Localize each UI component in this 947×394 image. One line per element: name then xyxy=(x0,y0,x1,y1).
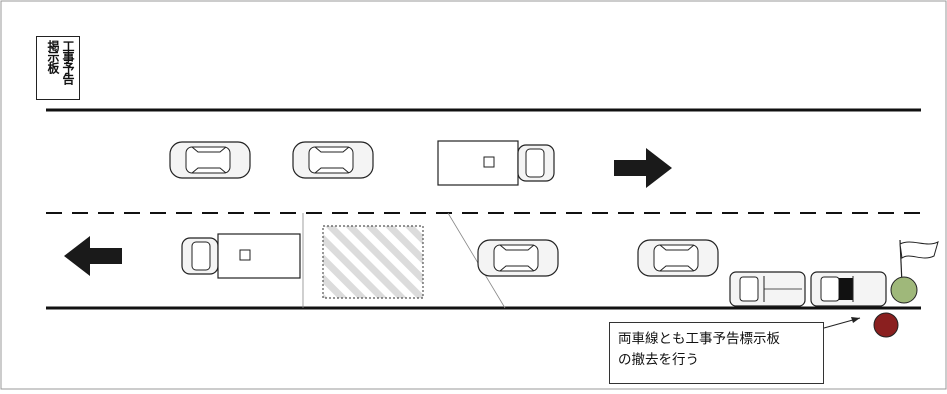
notice-callout: 両車線とも工事予告標示板 の撤去を行う xyxy=(609,322,824,384)
notice-line-2: の撤去を行う xyxy=(618,352,699,368)
car-upper-1 xyxy=(169,141,251,179)
work-vehicle-1 xyxy=(729,271,806,307)
car-upper-2 xyxy=(292,141,374,179)
car-lower-1 xyxy=(477,239,559,277)
work-vehicle-2 xyxy=(810,271,887,307)
guide-line-diagonal xyxy=(447,212,506,309)
flag-icon xyxy=(890,239,939,304)
sign-label-col1: 工事予告 xyxy=(61,40,75,84)
car-lower-2 xyxy=(637,239,719,277)
work-zone xyxy=(322,225,424,299)
arrow-right xyxy=(614,148,672,188)
truck-lower xyxy=(181,233,301,279)
notice-line-1: 両車線とも工事予告標示板 xyxy=(618,331,780,347)
truck-upper xyxy=(437,140,555,186)
worker-marker xyxy=(873,312,899,338)
arrow-left xyxy=(64,236,122,276)
sign-label-col2: 掲示板 xyxy=(46,40,60,73)
notice-board-sign: 工事予告 掲示板 xyxy=(36,36,80,100)
